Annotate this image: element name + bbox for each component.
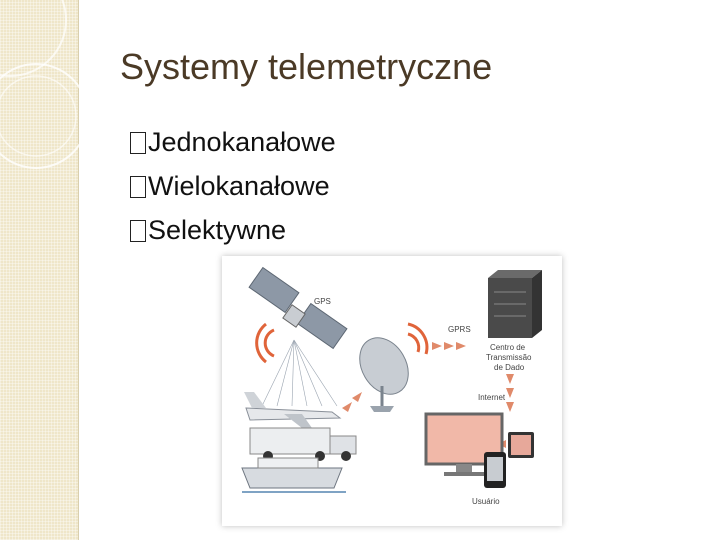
bullet-label: Wielokanałowe [148,171,330,201]
slide-title: Systemy telemetryczne [120,46,492,88]
signal-waves-icon [408,324,427,354]
center-label-line1: Centro de [490,343,526,352]
gprs-label: GPRS [448,325,471,334]
satellite-icon [249,268,347,349]
truck-icon [250,428,356,461]
signal-waves-icon [257,324,274,362]
bullet-list: Jednokanałowe Wielokanałowe Selektywne [130,120,336,252]
bullet-label: Jednokanałowe [148,127,336,157]
telemetry-diagram: GPS GPRS Centro de Transmissão de D [222,256,562,526]
bullet-item: Wielokanałowe [130,164,336,208]
bullet-label: Selektywne [148,215,286,245]
internet-label: Internet [478,393,506,402]
center-label-line2: Transmissão [486,353,532,362]
bullet-item: Selektywne [130,208,336,252]
bullet-item: Jednokanałowe [130,120,336,164]
bullet-glyph-icon [130,176,146,198]
satellite-dish-icon [350,329,418,412]
gps-label: GPS [314,297,331,306]
satellite-beams [262,340,337,406]
bullet-glyph-icon [130,220,146,242]
decorative-circles [0,0,110,200]
center-label-line3: de Dado [494,363,525,372]
bullet-glyph-icon [130,132,146,154]
user-label: Usuário [472,497,500,506]
ship-icon [242,458,346,492]
server-icon [488,270,542,338]
